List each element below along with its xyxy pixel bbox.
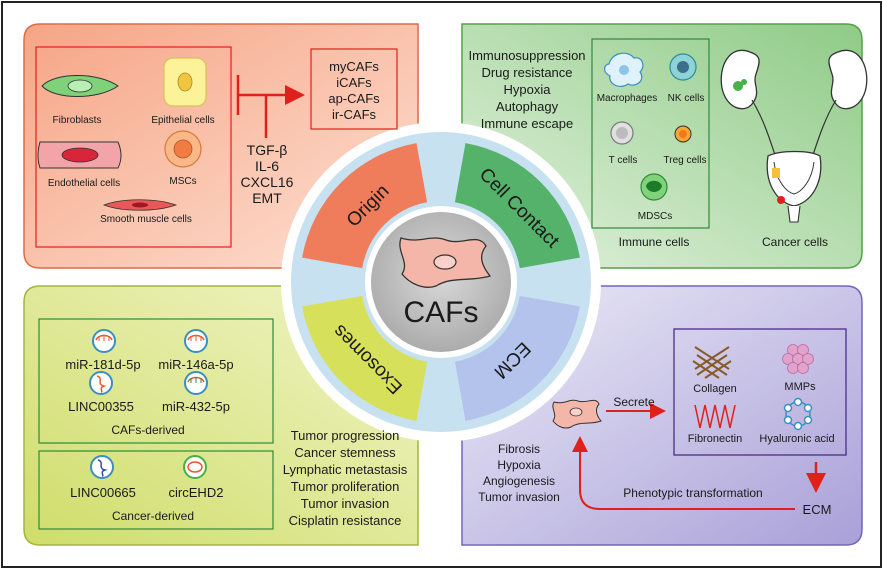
mirna-146a-icon	[184, 329, 208, 353]
cancer-derived-title: Cancer-derived	[112, 509, 194, 523]
ecm-segment	[454, 295, 580, 421]
origin-cells-box	[35, 46, 232, 248]
contact-function-drug-resistance: Drug resistance	[481, 65, 572, 80]
smooth-muscle-cell-icon	[102, 199, 178, 211]
transformation-arrow	[572, 436, 795, 510]
circehd2-label: circEHD2	[169, 485, 224, 500]
mdsc-icon	[640, 173, 668, 201]
mmps-label: MMPs	[784, 381, 816, 393]
fibronectin-icon	[694, 404, 736, 429]
nk-cells-label: NK cells	[668, 93, 705, 104]
caf-small-icon	[552, 399, 602, 429]
subtype-ircafs: ir-CAFs	[332, 107, 377, 122]
t-cells-label: T cells	[609, 155, 638, 166]
subtype-icafs: iCAFs	[336, 75, 372, 90]
secrete-label: Secrete	[613, 395, 655, 409]
fibroblasts-label: Fibroblasts	[53, 115, 102, 126]
mirna-181d-icon	[92, 329, 116, 353]
cafs-derived-title: CAFs-derived	[111, 423, 184, 437]
mir-181d-5p-label: miR-181d-5p	[65, 357, 140, 372]
immune-cells-title: Immune cells	[619, 235, 690, 249]
subtype-mycafs: myCAFs	[329, 59, 379, 74]
smooth-muscle-cells-label: Smooth muscle cells	[100, 214, 192, 225]
factor-emt: EMT	[252, 190, 282, 206]
hyaluronic-acid-icon	[783, 397, 813, 431]
factor-tgfb: TGF-β	[247, 142, 288, 158]
fibroblast-icon	[41, 75, 119, 97]
caf-nucleus-icon	[433, 254, 457, 270]
treg-cell-icon	[674, 125, 692, 143]
mirna-432-icon	[184, 371, 208, 395]
macrophages-label: Macrophages	[597, 93, 658, 104]
exo-effect-tumor-progression: Tumor progression	[291, 428, 400, 443]
linc00665-label: LINC00665	[70, 485, 136, 500]
cancer-derived-box	[38, 450, 274, 530]
factor-il6: IL-6	[255, 158, 279, 174]
exo-effect-lymphatic-metastasis: Lymphatic metastasis	[283, 462, 408, 477]
macrophage-icon	[604, 52, 644, 88]
mscs-label: MSCs	[169, 176, 196, 187]
ecm-effect-angiogenesis: Angiogenesis	[483, 474, 555, 488]
collagen-label: Collagen	[693, 383, 736, 395]
epithelial-cell-icon	[163, 57, 207, 107]
exosomes-segment	[302, 295, 428, 421]
mmps-icon	[782, 344, 814, 374]
ecm-effect-fibrosis: Fibrosis	[498, 442, 540, 456]
epithelial-cells-label: Epithelial cells	[151, 115, 214, 126]
exo-effect-tumor-proliferation: Tumor proliferation	[291, 479, 400, 494]
kidney-bladder-icon	[720, 49, 868, 223]
treg-cells-label: Treg cells	[664, 155, 707, 166]
endothelial-cells-label: Endothelial cells	[48, 178, 120, 189]
contact-function-hypoxia: Hypoxia	[504, 82, 552, 97]
center-label: CAFs	[404, 296, 479, 329]
linc00355-label: LINC00355	[68, 399, 134, 414]
subtypes-box	[310, 48, 398, 130]
exo-effect-cancer-stemness: Cancer stemness	[294, 445, 396, 460]
contact-function-immunosuppression: Immunosuppression	[468, 48, 585, 63]
ecm-effect-tumor-invasion: Tumor invasion	[478, 490, 560, 504]
cancer-cells-title: Cancer cells	[762, 235, 828, 249]
mir-432-5p-label: miR-432-5p	[162, 399, 230, 414]
lncrna-00665-icon	[90, 455, 114, 479]
immune-cells-box	[591, 38, 710, 229]
exo-effect-cisplatin-resistance: Cisplatin resistance	[289, 513, 402, 528]
nk-cell-icon	[669, 53, 697, 81]
cell-contact-segment	[454, 143, 580, 269]
fibronectin-label: Fibronectin	[688, 433, 742, 445]
circrna-icon	[183, 455, 207, 479]
origin-segment	[302, 143, 428, 269]
contact-function-immune-escape: Immune escape	[481, 116, 574, 131]
hyaluronic-acid-label: Hyaluronic acid	[759, 433, 834, 445]
lncrna-00355-icon	[89, 371, 113, 395]
t-cell-icon	[610, 121, 634, 145]
msc-icon	[164, 130, 202, 168]
exo-effect-tumor-invasion: Tumor invasion	[301, 496, 389, 511]
cafs-derived-box	[38, 318, 274, 444]
contact-function-autophagy: Autophagy	[496, 99, 559, 114]
subtype-apcafs: ap-CAFs	[328, 91, 380, 106]
endothelial-cell-icon	[37, 141, 122, 169]
factor-cxcl16: CXCL16	[241, 174, 294, 190]
ecm-effect-hypoxia: Hypoxia	[497, 458, 541, 472]
ecm-result-label: ECM	[803, 502, 832, 517]
mir-146a-5p-label: miR-146a-5p	[158, 357, 233, 372]
transformation-label: Phenotypic transformation	[623, 486, 762, 500]
mdscs-label: MDSCs	[638, 211, 672, 222]
ecm-components-box	[673, 328, 847, 456]
collagen-icon	[692, 346, 732, 379]
